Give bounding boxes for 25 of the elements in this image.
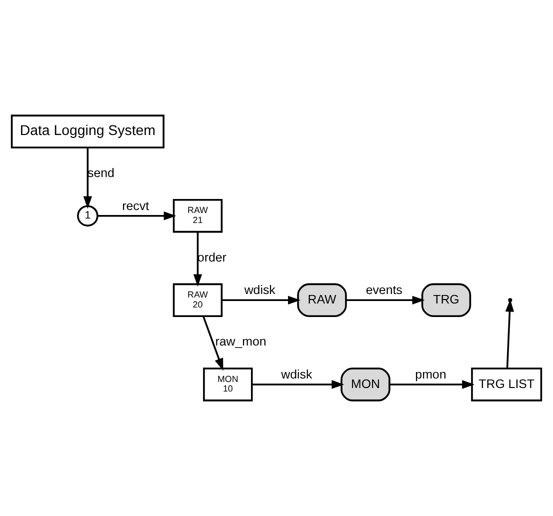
node-circle: 1 (77, 205, 98, 226)
node-box: MON (340, 368, 390, 402)
arrow (390, 380, 475, 389)
edge-label: recvt (122, 198, 150, 213)
node-box: MON 10 (203, 368, 253, 402)
node-box: RAW 20 (172, 283, 223, 318)
edge-label: pmon (415, 367, 446, 382)
node-box: TRG (421, 283, 472, 318)
node-box: RAW 21 (172, 198, 223, 233)
arrow (83, 148, 92, 209)
edge-label: wdisk (281, 367, 312, 382)
node-box: RAW (297, 283, 347, 318)
node-box: TRG LIST (471, 368, 542, 402)
edge-label: order (197, 250, 226, 264)
arrow (193, 232, 202, 287)
arrow (252, 380, 344, 389)
arrow (222, 296, 300, 305)
arrow (346, 296, 425, 305)
arrow (202, 316, 224, 371)
node-box: Data Logging System (10, 114, 164, 148)
edge-label: wdisk (244, 283, 276, 298)
edge-label: send (88, 166, 114, 180)
arrow (97, 211, 176, 220)
edge-label: raw_mon (215, 334, 266, 349)
edge-label: events (366, 283, 402, 298)
